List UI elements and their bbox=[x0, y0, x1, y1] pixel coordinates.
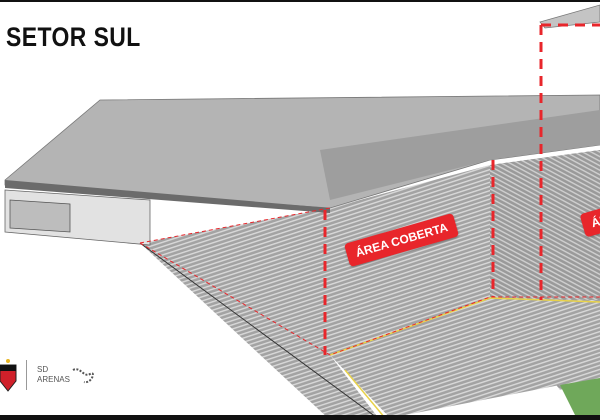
logo-bar: SD ARENAS bbox=[0, 355, 96, 395]
bottom-border bbox=[0, 415, 600, 420]
partner-logo-line2: ARENAS bbox=[37, 375, 70, 384]
club-crest-logo bbox=[0, 359, 17, 392]
dimension-lines bbox=[323, 23, 600, 355]
stands-front bbox=[330, 298, 600, 418]
logo-divider bbox=[26, 360, 27, 390]
roof-shade bbox=[320, 110, 600, 200]
stands-lower-left bbox=[140, 150, 600, 420]
pitch bbox=[560, 378, 600, 415]
top-border bbox=[0, 0, 600, 2]
roof-edge bbox=[5, 180, 330, 213]
page-title: SETOR SUL bbox=[6, 22, 141, 52]
partner-logo-mark bbox=[72, 368, 94, 384]
concourse-opening bbox=[9, 199, 71, 233]
yellow-edge bbox=[329, 297, 600, 356]
stand-edge bbox=[139, 242, 381, 420]
partner-logo: SD ARENAS bbox=[37, 365, 70, 385]
yellow-edge-lower bbox=[344, 369, 386, 419]
partner-logo-line1: SD bbox=[37, 365, 49, 374]
